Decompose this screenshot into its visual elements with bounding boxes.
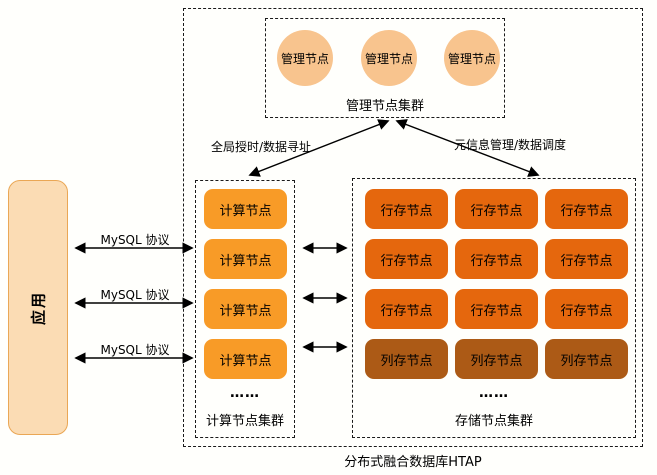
management-storage-edge-label: 元信息管理/数据调度 bbox=[454, 138, 567, 152]
management-compute-edge-label: 全局授时/数据寻址 bbox=[211, 140, 312, 154]
application-label: 应用 bbox=[29, 290, 48, 325]
management-node: 管理节点 bbox=[277, 30, 333, 86]
row-store-node-label: 行存节点 bbox=[470, 253, 523, 269]
storage-cluster-boundary: 行存节点 行存节点 行存节点 行存节点 行存节点 行存节点 行存节点 行存节点 … bbox=[352, 178, 636, 438]
row-store-node: 行存节点 bbox=[455, 289, 538, 329]
row-store-node-label: 行存节点 bbox=[380, 253, 433, 269]
row-store-node: 行存节点 bbox=[455, 189, 538, 229]
mysql-protocol-label-3: MySQL 协议 bbox=[100, 343, 170, 357]
column-store-node: 列存节点 bbox=[545, 339, 628, 379]
compute-node: 计算节点 bbox=[204, 239, 287, 279]
row-store-node: 行存节点 bbox=[365, 239, 448, 279]
column-store-node: 列存节点 bbox=[365, 339, 448, 379]
row-store-node: 行存节点 bbox=[365, 289, 448, 329]
row-store-node: 行存节点 bbox=[365, 189, 448, 229]
management-node-label: 管理节点 bbox=[280, 51, 329, 66]
htap-system-boundary bbox=[183, 8, 643, 447]
compute-node-label: 计算节点 bbox=[219, 203, 272, 219]
compute-node-label: 计算节点 bbox=[219, 303, 272, 319]
mysql-protocol-label-2: MySQL 协议 bbox=[100, 288, 170, 302]
column-store-node: 列存节点 bbox=[455, 339, 538, 379]
column-store-node-label: 列存节点 bbox=[470, 353, 523, 369]
row-store-node-label: 行存节点 bbox=[560, 253, 613, 269]
row-store-node-label: 行存节点 bbox=[380, 203, 433, 219]
row-store-node: 行存节点 bbox=[545, 289, 628, 329]
application-box: 应用 bbox=[8, 180, 68, 435]
row-store-node-label: 行存节点 bbox=[470, 203, 523, 219]
column-store-node-label: 列存节点 bbox=[380, 353, 433, 369]
column-store-node-label: 列存节点 bbox=[560, 353, 613, 369]
diagram-title: 分布式融合数据库HTAP bbox=[344, 455, 482, 470]
management-cluster-label: 管理节点集群 bbox=[345, 99, 424, 114]
compute-cluster-boundary: 计算节点 计算节点 计算节点 计算节点 …… 计算节点集群 bbox=[195, 180, 295, 438]
compute-node-label: 计算节点 bbox=[219, 253, 272, 269]
compute-node-label: 计算节点 bbox=[219, 353, 272, 369]
management-node-label: 管理节点 bbox=[447, 51, 496, 66]
management-cluster-boundary: 管理节点 管理节点 管理节点 管理节点集群 bbox=[265, 18, 505, 118]
row-store-node: 行存节点 bbox=[455, 239, 538, 279]
compute-node: 计算节点 bbox=[204, 289, 287, 329]
row-store-node: 行存节点 bbox=[545, 189, 628, 229]
management-node: 管理节点 bbox=[444, 30, 500, 86]
management-node-label: 管理节点 bbox=[364, 51, 413, 66]
compute-node: 计算节点 bbox=[204, 189, 287, 229]
row-store-node: 行存节点 bbox=[545, 239, 628, 279]
mysql-protocol-label-1: MySQL 协议 bbox=[100, 233, 170, 247]
row-store-node-label: 行存节点 bbox=[380, 303, 433, 319]
storage-cluster-label: 存储节点集群 bbox=[454, 414, 533, 429]
row-store-node-label: 行存节点 bbox=[560, 203, 613, 219]
compute-ellipsis: …… bbox=[230, 385, 260, 401]
management-node: 管理节点 bbox=[361, 30, 417, 86]
row-store-node-label: 行存节点 bbox=[470, 303, 523, 319]
compute-cluster-label: 计算节点集群 bbox=[205, 414, 284, 429]
compute-node: 计算节点 bbox=[204, 339, 287, 379]
storage-ellipsis: …… bbox=[479, 385, 509, 401]
row-store-node-label: 行存节点 bbox=[560, 303, 613, 319]
